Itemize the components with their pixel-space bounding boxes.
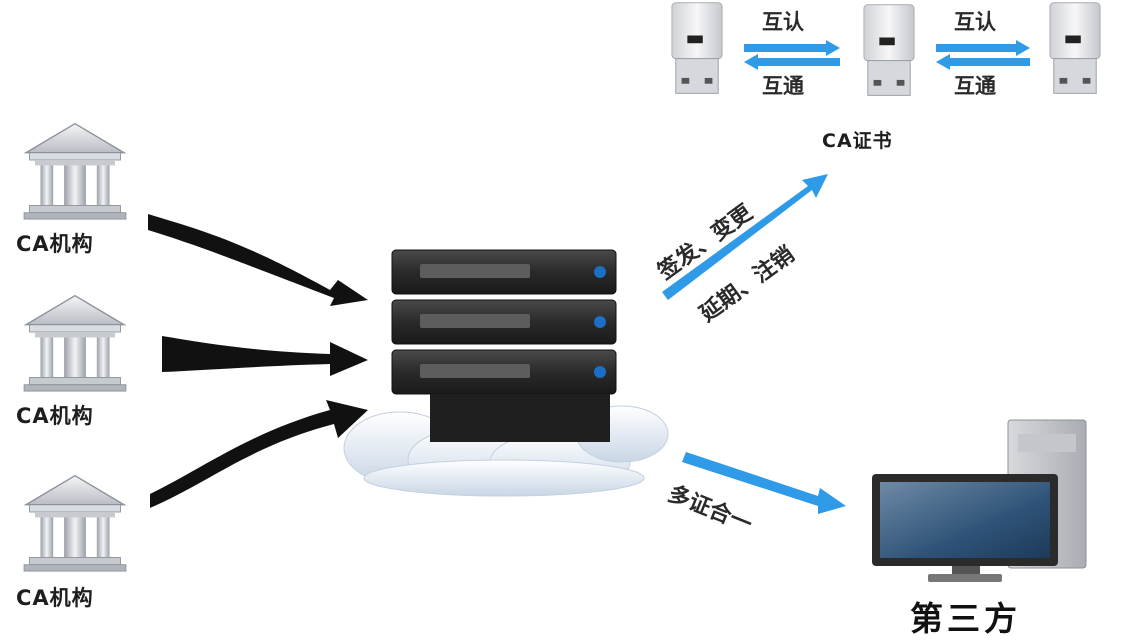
third-party-label: 第三方 <box>910 599 1021 638</box>
server-stack <box>391 249 617 442</box>
cloud <box>343 405 669 497</box>
ca-institution-label: CA机构 <box>16 586 94 610</box>
exchange-arrow <box>744 40 840 70</box>
mutual-recognition-label: 互认 <box>954 10 996 34</box>
usb-key-icon <box>1049 2 1101 94</box>
usb-key-icon <box>863 4 915 96</box>
ca-institution-label: CA机构 <box>16 404 94 428</box>
blue-arrow <box>662 174 846 514</box>
interoperability-label: 互通 <box>762 74 804 98</box>
bank-icon <box>23 294 127 392</box>
computer-icon <box>872 419 1087 582</box>
black-arrow <box>148 214 368 508</box>
ca-institution-label: CA机构 <box>16 232 94 256</box>
mutual-recognition-label: 互认 <box>762 10 804 34</box>
interoperability-label: 互通 <box>954 74 996 98</box>
exchange-arrow <box>936 40 1030 70</box>
bank-icon <box>23 474 127 572</box>
ca-certificate-caption: CA证书 <box>822 130 893 152</box>
bank-icon <box>23 122 127 220</box>
usb-key-icon <box>671 2 723 94</box>
